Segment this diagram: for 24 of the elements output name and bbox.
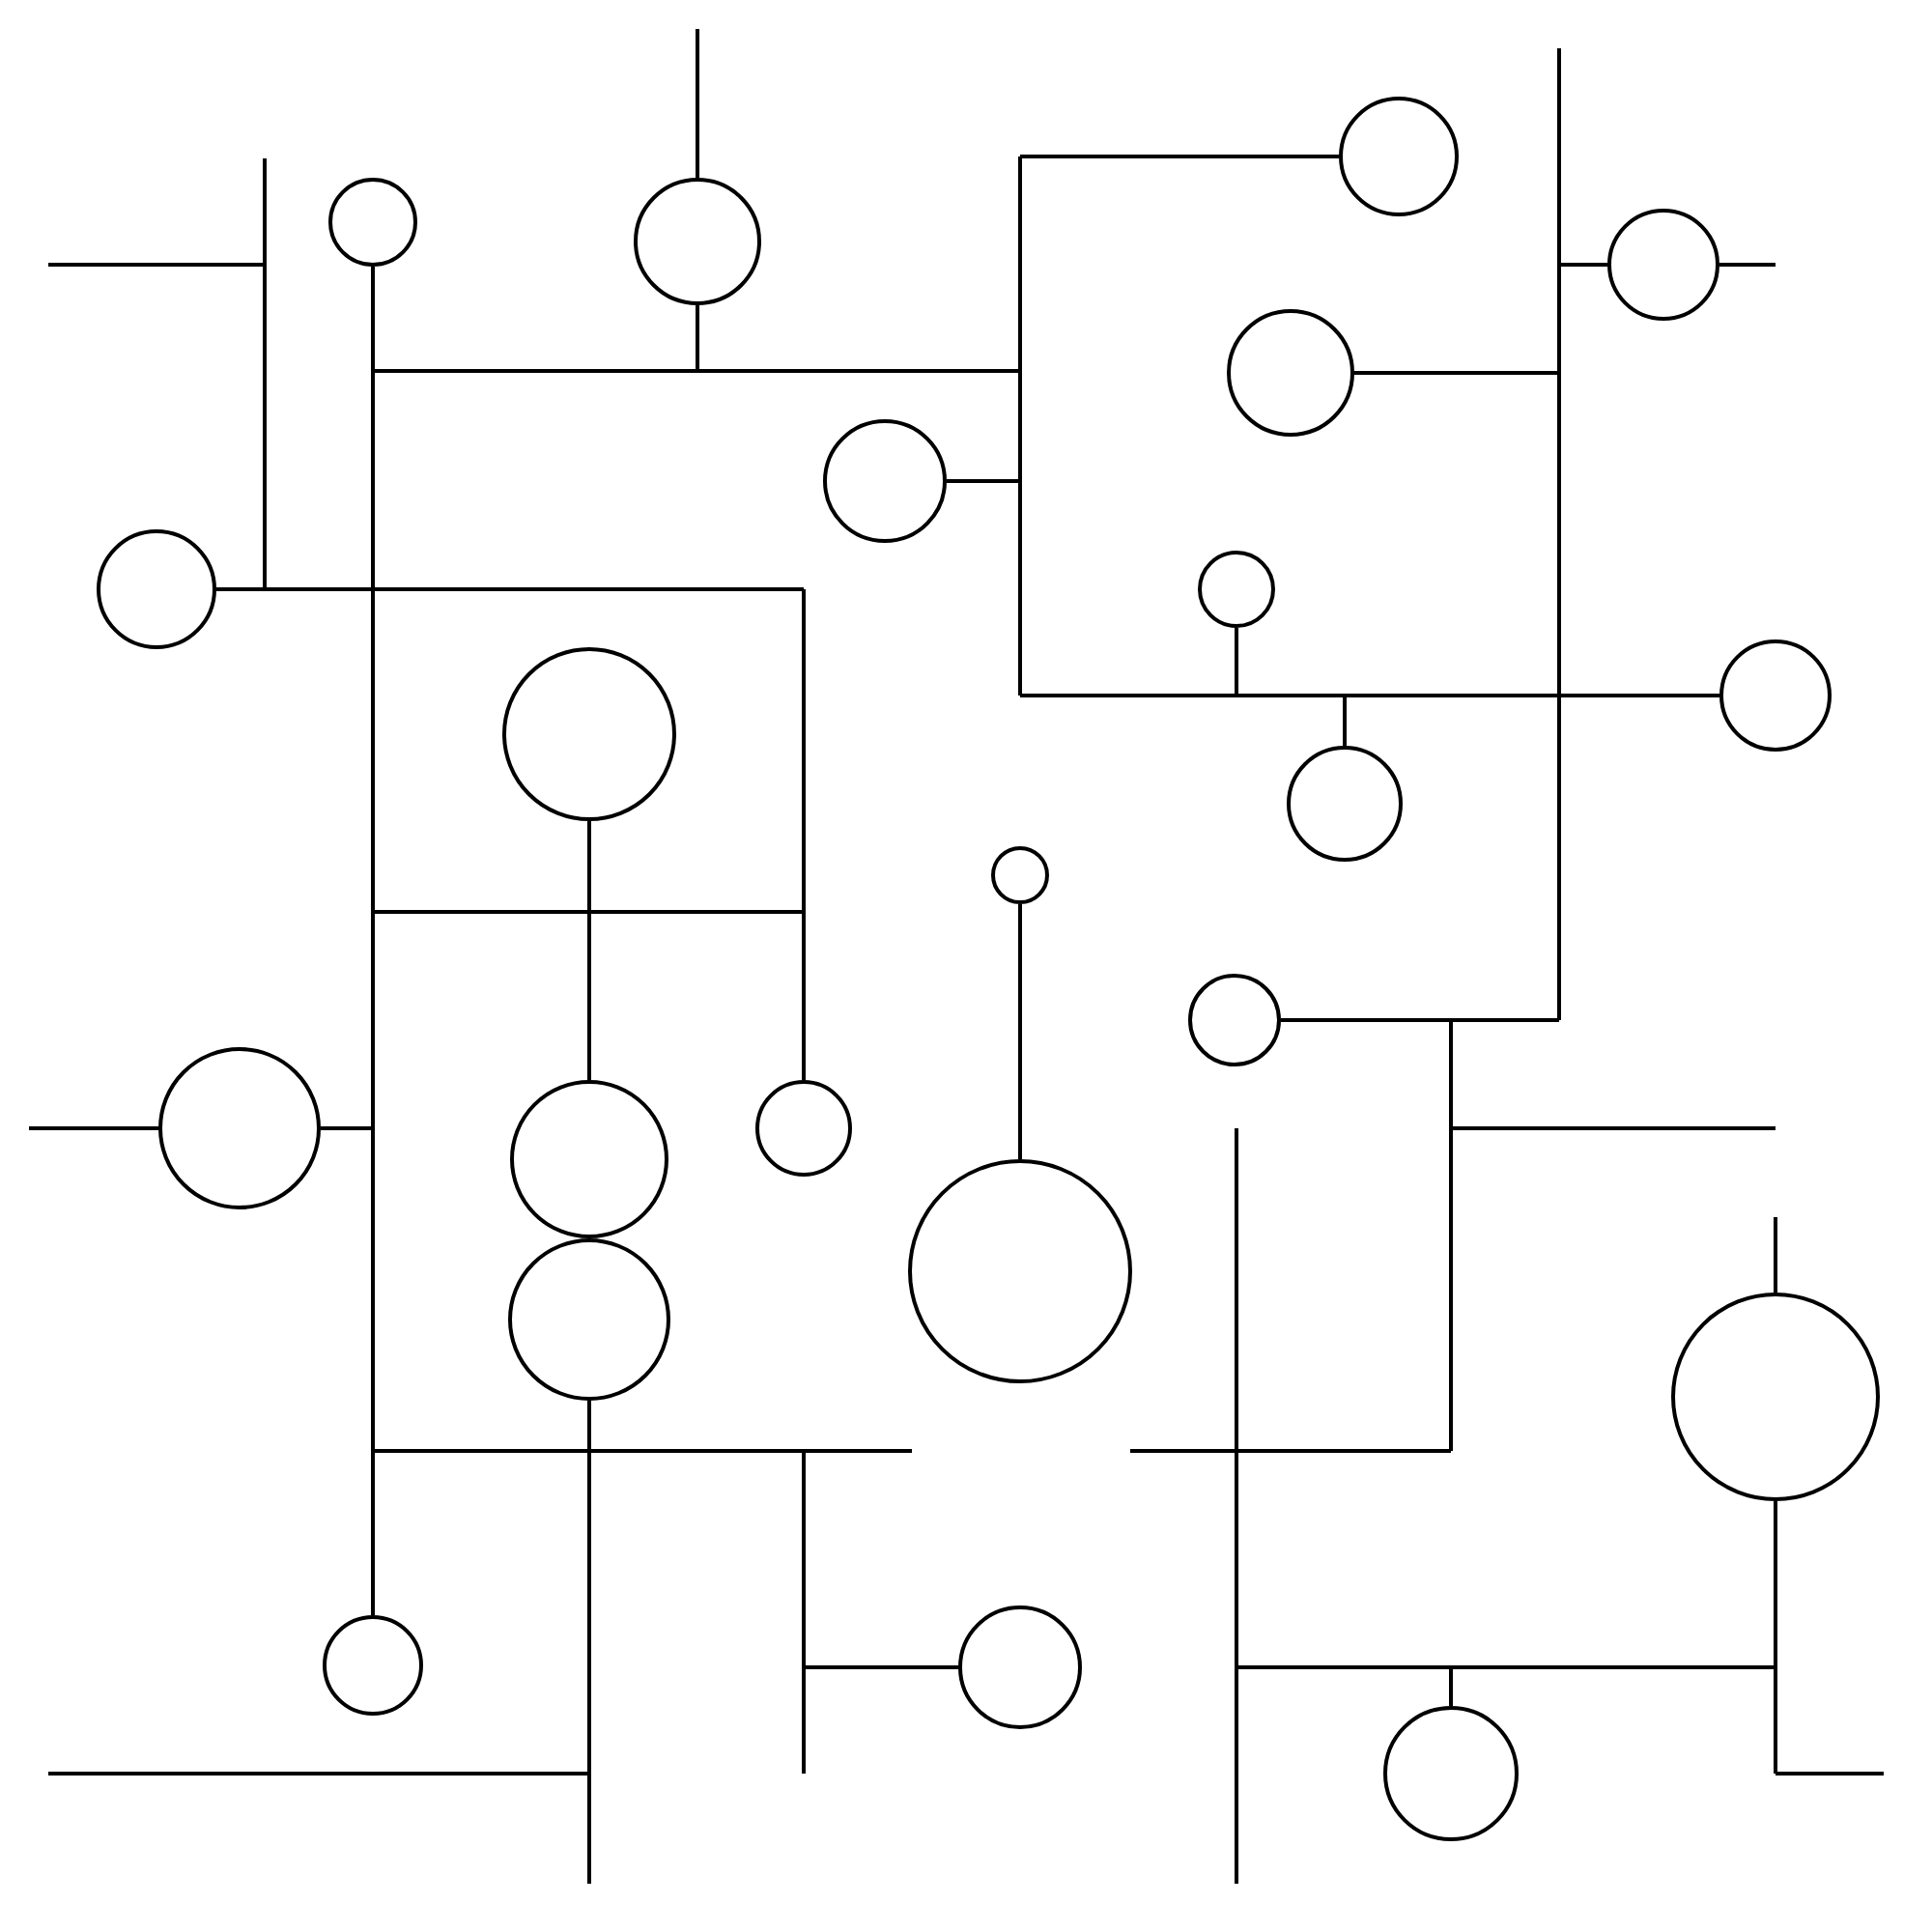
circle-node [510, 1080, 668, 1238]
circle-node [1383, 1706, 1519, 1841]
circle-node [1188, 974, 1281, 1066]
circle-node [97, 529, 216, 649]
circle-node [1287, 746, 1403, 862]
connector-line [1018, 904, 1022, 1159]
circle-node [634, 178, 761, 305]
circle-node [323, 1615, 423, 1716]
circle-node [328, 178, 417, 267]
circle-node [1671, 1293, 1880, 1501]
circle-node [158, 1047, 321, 1209]
circle-node [502, 647, 676, 821]
connector-line [587, 821, 591, 1080]
circle-node [1198, 551, 1275, 628]
circle-node [1607, 209, 1719, 321]
circle-node [1339, 97, 1459, 216]
circle-node [823, 419, 947, 543]
circle-node [755, 1080, 852, 1177]
circle-node [908, 1159, 1132, 1383]
circle-node [958, 1605, 1082, 1729]
circle-node [991, 846, 1049, 904]
circle-node [1719, 639, 1832, 752]
circle-node [1227, 309, 1354, 437]
circle-node [508, 1238, 670, 1401]
